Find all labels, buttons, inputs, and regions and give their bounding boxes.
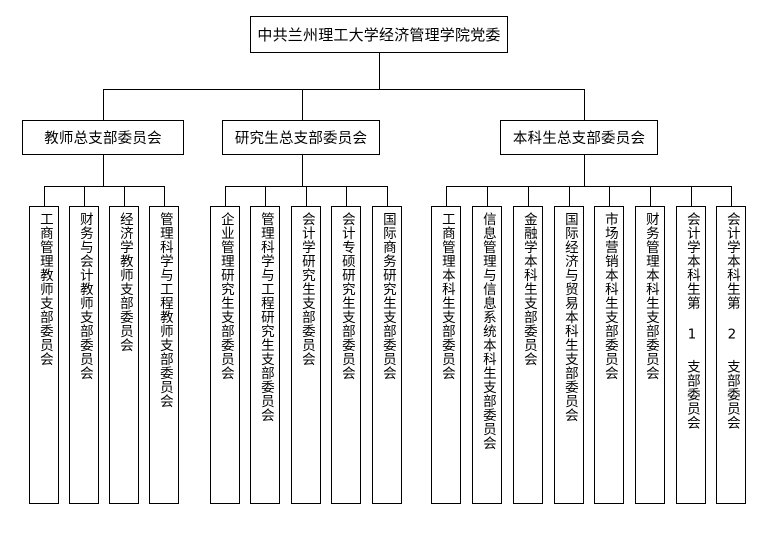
connector-leaf-2-7 <box>731 186 732 206</box>
leaf-node-2-6-label: 会计学本科生第 1 支部委员会 <box>683 212 700 430</box>
leaf-node-1-4-label: 国际商务研究生支部委员会 <box>379 212 396 380</box>
connector-leaf-1-2 <box>306 186 307 206</box>
leaf-node-0-1[interactable]: 财务与会计教师支部委员会 <box>69 206 99 504</box>
leaf-node-1-2-label: 会计学研究生支部委员会 <box>298 212 315 366</box>
leaf-node-2-1[interactable]: 信息管理与信息系统本科生支部委员会 <box>472 206 502 504</box>
leaf-node-1-0[interactable]: 企业管理研究生支部委员会 <box>210 206 240 504</box>
branch-node-1[interactable]: 研究生总支部委员会 <box>222 120 380 155</box>
connector-leaf-2-2 <box>528 186 529 206</box>
leaf-node-1-1[interactable]: 管理科学与工程研究生支部委员会 <box>250 206 280 504</box>
connector-leaf-0-3 <box>164 186 165 206</box>
root-node-label: 中共兰州理工大学经济管理学院党委 <box>257 26 501 44</box>
leaf-node-2-5[interactable]: 财务管理本科生支部委员会 <box>635 206 665 504</box>
connector-branch-0-stem <box>103 155 104 186</box>
connector-branch-1-stem <box>302 155 303 186</box>
leaf-node-0-0[interactable]: 工商管理教师支部委员会 <box>29 206 59 504</box>
connector-leaf-2-3 <box>569 186 570 206</box>
branch-node-2-label: 本科生总支部委员会 <box>512 131 646 147</box>
leaf-node-2-4-label: 市场营销本科生支部委员会 <box>601 212 618 380</box>
leaf-node-2-4[interactable]: 市场营销本科生支部委员会 <box>594 206 624 504</box>
leaf-node-2-2[interactable]: 金融学本科生支部委员会 <box>513 206 543 504</box>
leaf-node-0-1-label: 财务与会计教师支部委员会 <box>76 212 93 380</box>
leaf-node-2-1-label: 信息管理与信息系统本科生支部委员会 <box>479 212 496 450</box>
leaf-node-2-0[interactable]: 工商管理本科生支部委员会 <box>431 206 461 504</box>
connector-leaf-2-1 <box>487 186 488 206</box>
branch-node-2[interactable]: 本科生总支部委员会 <box>500 120 658 155</box>
leaf-node-1-3[interactable]: 会计专硕研究生支部委员会 <box>331 206 361 504</box>
leaf-node-1-4[interactable]: 国际商务研究生支部委员会 <box>372 206 402 504</box>
leaf-node-1-1-label: 管理科学与工程研究生支部委员会 <box>257 212 274 422</box>
branch-node-0-label: 教师总支部委员会 <box>44 131 162 147</box>
connector-leaf-1-1 <box>265 186 266 206</box>
connector-leaf-2-6 <box>691 186 692 206</box>
connector-leaf-2-0 <box>446 186 447 206</box>
connector-leaf-2-4 <box>609 186 610 206</box>
branch-node-1-label: 研究生总支部委员会 <box>234 131 368 147</box>
connector-leaf-1-4 <box>387 186 388 206</box>
connector-leaf-1-3 <box>346 186 347 206</box>
connector-leaf-1-0 <box>225 186 226 206</box>
leaf-node-2-2-label: 金融学本科生支部委员会 <box>520 212 537 366</box>
leaf-node-0-2-label: 经济学教师支部委员会 <box>116 212 133 352</box>
connector-leaf-0-1 <box>84 186 85 206</box>
leaf-node-0-3-label: 管理科学与工程教师支部委员会 <box>156 212 173 408</box>
connector-branch-0-bus <box>44 186 164 187</box>
leaf-node-0-2[interactable]: 经济学教师支部委员会 <box>109 206 139 504</box>
leaf-node-2-6[interactable]: 会计学本科生第 1 支部委员会 <box>676 206 706 504</box>
branch-node-0[interactable]: 教师总支部委员会 <box>22 120 184 155</box>
connector-branch-0-drop <box>103 89 104 120</box>
leaf-node-0-0-label: 工商管理教师支部委员会 <box>36 212 53 366</box>
leaf-node-1-0-label: 企业管理研究生支部委员会 <box>217 212 234 380</box>
leaf-node-2-7-label: 会计学本科生第 2 支部委员会 <box>723 212 740 430</box>
root-node[interactable]: 中共兰州理工大学经济管理学院党委 <box>250 16 508 53</box>
leaf-node-0-3[interactable]: 管理科学与工程教师支部委员会 <box>149 206 179 504</box>
leaf-node-2-3[interactable]: 国际经济与贸易本科生支部委员会 <box>554 206 584 504</box>
connector-branch-2-stem <box>584 155 585 186</box>
connector-leaf-0-2 <box>124 186 125 206</box>
connector-leaf-2-5 <box>650 186 651 206</box>
leaf-node-2-7[interactable]: 会计学本科生第 2 支部委员会 <box>716 206 746 504</box>
leaf-node-2-5-label: 财务管理本科生支部委员会 <box>642 212 659 380</box>
leaf-node-1-3-label: 会计专硕研究生支部委员会 <box>338 212 355 380</box>
connector-leaf-0-0 <box>44 186 45 206</box>
leaf-node-2-0-label: 工商管理本科生支部委员会 <box>438 212 455 380</box>
connector-level2-bus <box>103 89 585 90</box>
connector-branch-2-drop <box>584 89 585 120</box>
leaf-node-2-3-label: 国际经济与贸易本科生支部委员会 <box>561 212 578 422</box>
connector-branch-1-drop <box>302 89 303 120</box>
connector-branch-2-bus <box>446 186 731 187</box>
connector-root-drop <box>379 53 380 89</box>
leaf-node-1-2[interactable]: 会计学研究生支部委员会 <box>291 206 321 504</box>
